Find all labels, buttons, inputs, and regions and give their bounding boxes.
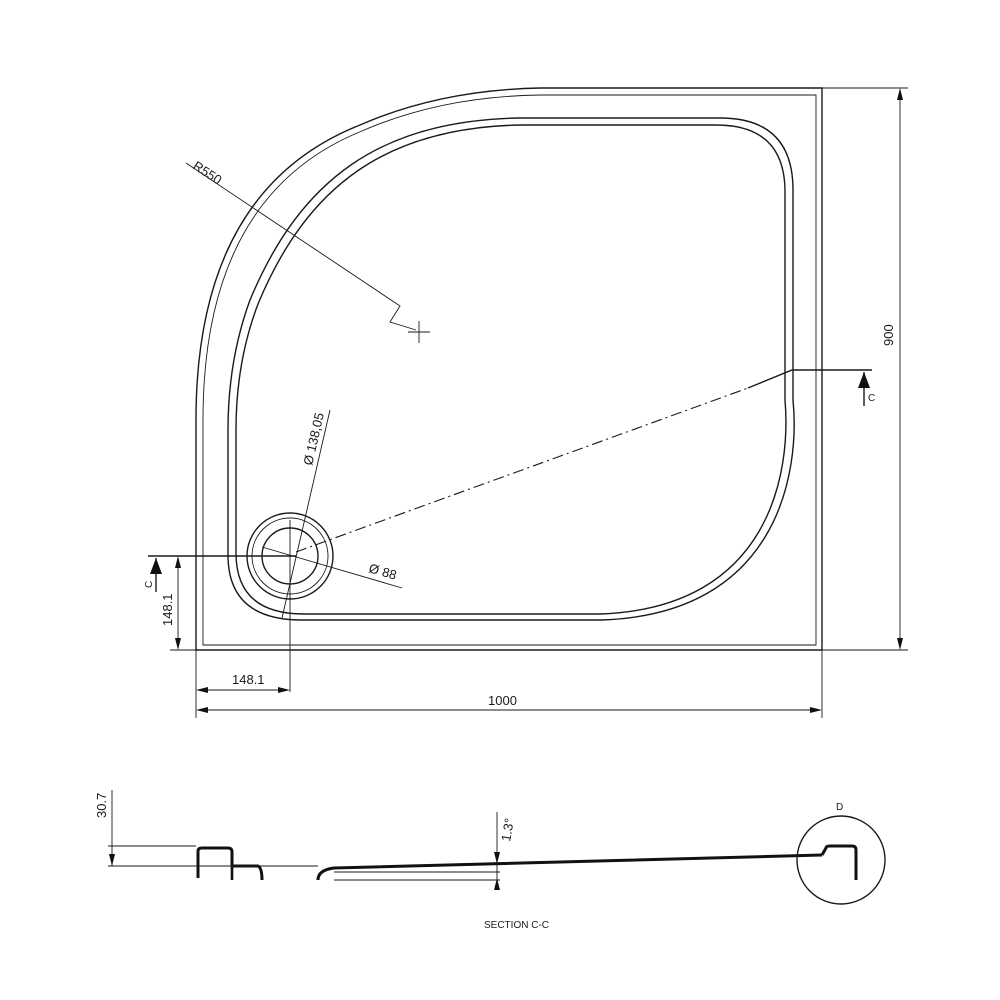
- detail-circle: [796, 815, 886, 905]
- profile-height-arrow: [109, 854, 115, 866]
- dim-offset-x-arrow-right: [278, 687, 290, 693]
- slope-label: 1.3°: [498, 817, 517, 843]
- slope-arrow-bottom: [494, 878, 500, 890]
- offset-y-label: 148.1: [160, 593, 175, 626]
- dim-offset-y-arrow-top: [175, 556, 181, 568]
- dim-1000-arrow-right: [810, 707, 822, 713]
- basin-inner-contour: [235, 124, 787, 615]
- radius-leader: [185, 162, 417, 331]
- tray-rim-line: [202, 94, 817, 646]
- offset-x-label: 148.1: [232, 672, 265, 687]
- radius-label: R550: [190, 158, 224, 188]
- inner-diameter-leader: [261, 546, 403, 589]
- section-floor: [316, 853, 823, 881]
- width-dim-label: 1000: [488, 693, 517, 708]
- section-arrow-left-head: [150, 558, 162, 574]
- section-profile-left: [196, 846, 264, 881]
- basin-outer-contour: [227, 117, 795, 621]
- section-arrow-right-head: [858, 372, 870, 388]
- section-line: [295, 387, 749, 553]
- dim-offset-x-arrow-left: [196, 687, 208, 693]
- dim-900-arrow-top: [897, 88, 903, 100]
- section-profile-right: [820, 844, 858, 880]
- section-mark-right: C: [868, 393, 875, 404]
- detail-mark: D: [836, 802, 843, 813]
- dim-1000-arrow-left: [196, 707, 208, 713]
- section-mark-left: C: [144, 581, 155, 588]
- tray-outer-outline: [195, 87, 823, 651]
- dim-900-arrow-bottom: [897, 638, 903, 650]
- section-view: D 30.7 1.3° SECTION C-C: [94, 790, 886, 931]
- inner-diameter-label: Ø 88: [367, 560, 398, 582]
- slope-arrow-top: [494, 852, 500, 864]
- plan-view: R550 C C Ø 138,05 Ø 88 900 1000: [144, 87, 908, 718]
- dim-offset-y-arrow-bottom: [175, 638, 181, 650]
- section-title: SECTION C-C: [484, 920, 549, 931]
- profile-height-label: 30.7: [94, 793, 109, 818]
- height-dim-label: 900: [881, 324, 896, 346]
- section-line-end: [747, 369, 872, 389]
